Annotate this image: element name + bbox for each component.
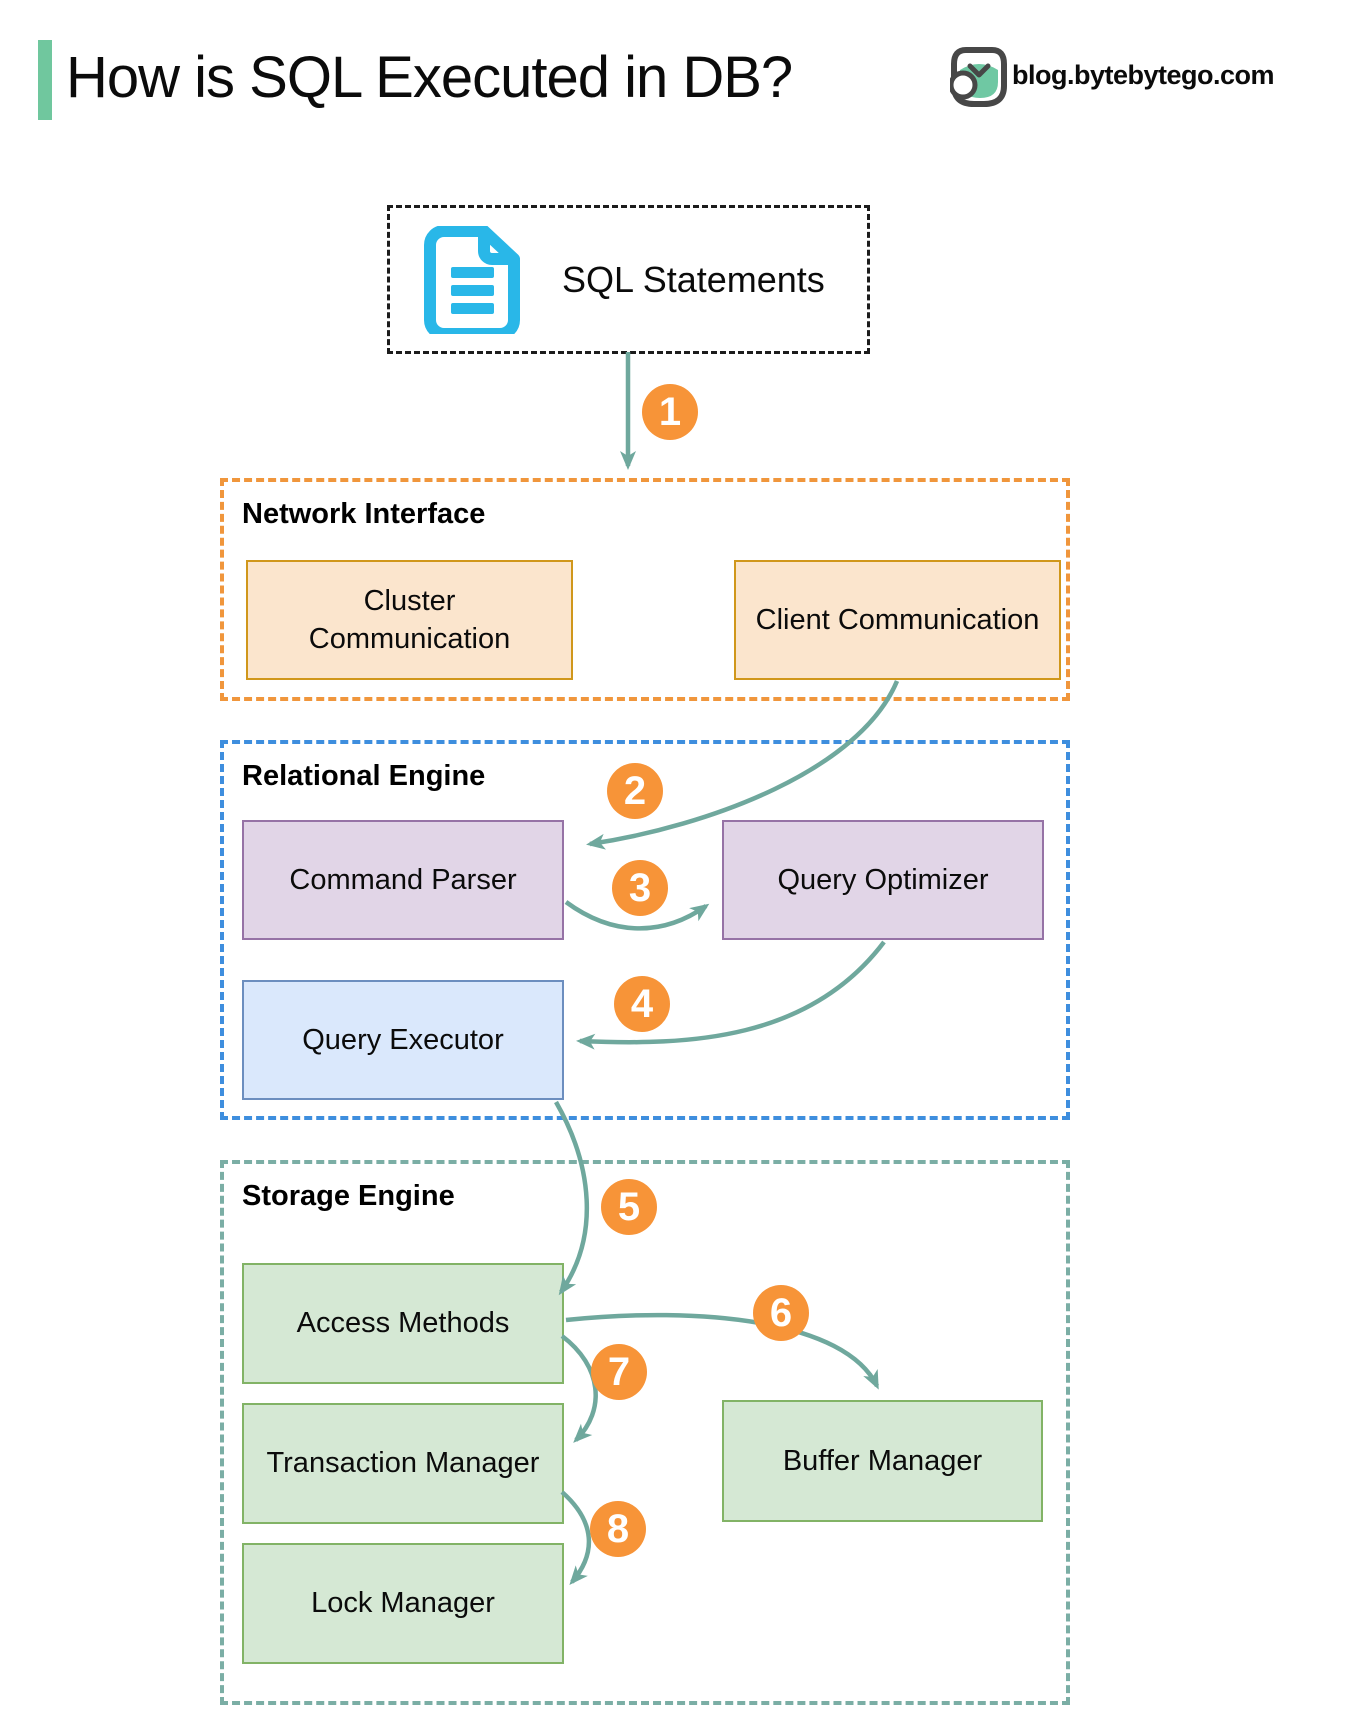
query-executor-box: Query Executor <box>242 980 564 1100</box>
query-executor-label: Query Executor <box>302 1023 504 1056</box>
step-badge-1: 1 <box>642 384 698 440</box>
lock-manager-label: Lock Manager <box>311 1587 495 1620</box>
bytebytego-owl-logo-icon <box>950 47 1007 107</box>
client-communication-label: Client Communication <box>755 603 1040 636</box>
transaction-manager-box: Transaction Manager <box>242 1403 564 1524</box>
page-title: How is SQL Executed in DB? <box>66 45 793 110</box>
access-methods-label: Access Methods <box>296 1307 510 1340</box>
step-badge-2: 2 <box>607 763 663 819</box>
step-badge-8: 8 <box>590 1501 646 1557</box>
sql-statements-label: SQL Statements <box>562 258 825 300</box>
client-communication-box: Client Communication <box>734 560 1061 680</box>
buffer-manager-box: Buffer Manager <box>722 1400 1043 1522</box>
storage-engine-container: Storage Engine <box>220 1160 1070 1705</box>
network-interface-title: Network Interface <box>242 498 486 530</box>
step-badge-4: 4 <box>614 976 670 1032</box>
transaction-manager-label: Transaction Manager <box>266 1447 540 1480</box>
cluster-communication-label: Cluster Communication <box>308 584 511 655</box>
buffer-manager-label: Buffer Manager <box>782 1444 983 1477</box>
command-parser-label: Command Parser <box>289 863 517 896</box>
storage-engine-title: Storage Engine <box>242 1180 455 1212</box>
title-accent-bar <box>38 40 52 120</box>
relational-engine-title: Relational Engine <box>242 760 486 792</box>
step-badge-7: 7 <box>591 1344 647 1400</box>
step-badge-6: 6 <box>753 1285 809 1341</box>
step-badge-5: 5 <box>601 1179 657 1235</box>
step-badge-3: 3 <box>612 860 668 916</box>
document-icon <box>424 225 520 334</box>
sql-statements-box: SQL Statements <box>387 205 870 354</box>
query-optimizer-box: Query Optimizer <box>722 820 1044 940</box>
lock-manager-box: Lock Manager <box>242 1543 564 1664</box>
access-methods-box: Access Methods <box>242 1263 564 1384</box>
cluster-communication-box: Cluster Communication <box>246 560 573 680</box>
brand-url: blog.bytebytego.com <box>1012 60 1275 90</box>
query-optimizer-label: Query Optimizer <box>777 863 989 896</box>
command-parser-box: Command Parser <box>242 820 564 940</box>
